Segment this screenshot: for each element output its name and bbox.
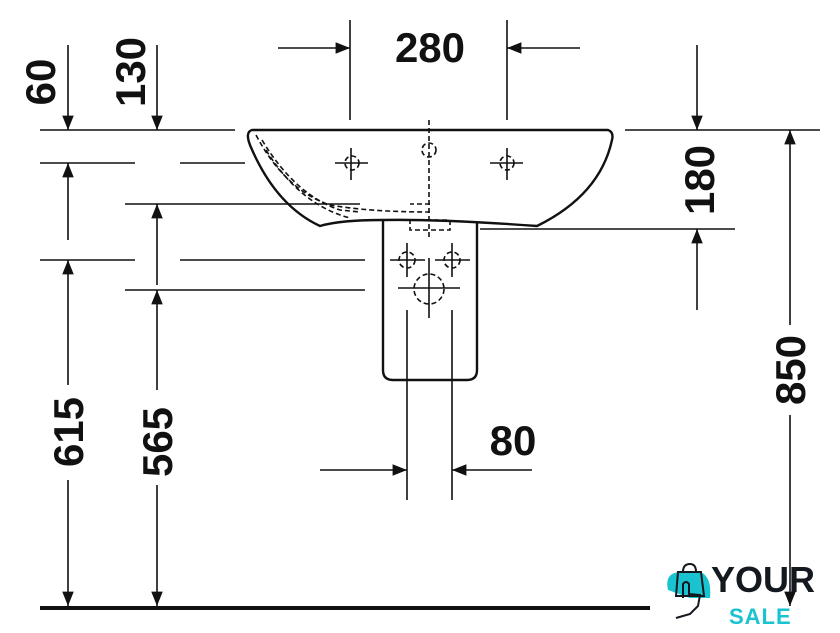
- dimension-280: 280: [278, 20, 580, 120]
- drain-hole: [398, 258, 460, 318]
- dimension-label-565: 565: [134, 407, 181, 477]
- dimension-60: 60: [17, 45, 74, 240]
- dimension-565: 565: [134, 290, 181, 606]
- logo-text-your: YOUR: [711, 559, 815, 600]
- dimension-615: 615: [45, 260, 92, 606]
- dimension-850: 850: [767, 130, 814, 606]
- dimension-80: 80: [320, 310, 536, 500]
- pedestal: [381, 219, 479, 382]
- dimension-label-280: 280: [395, 24, 465, 71]
- dimension-130: 130: [107, 37, 163, 285]
- logo-text-sale: SALE: [729, 604, 792, 629]
- dimension-180: 180: [676, 45, 723, 310]
- yoursale-logo: YOUR SALE: [667, 559, 815, 629]
- tap-hole-left: [335, 148, 368, 180]
- dimension-label-60: 60: [17, 59, 64, 106]
- dimension-label-180: 180: [676, 145, 723, 215]
- dimension-label-80: 80: [490, 417, 537, 464]
- dimension-label-615: 615: [45, 397, 92, 467]
- supply-hole-left: [390, 243, 425, 277]
- supply-hole-right: [435, 243, 470, 277]
- dimension-label-850: 850: [767, 335, 814, 405]
- washbasin: [246, 120, 614, 240]
- tap-hole-right: [490, 148, 523, 180]
- dimension-label-130: 130: [107, 37, 154, 107]
